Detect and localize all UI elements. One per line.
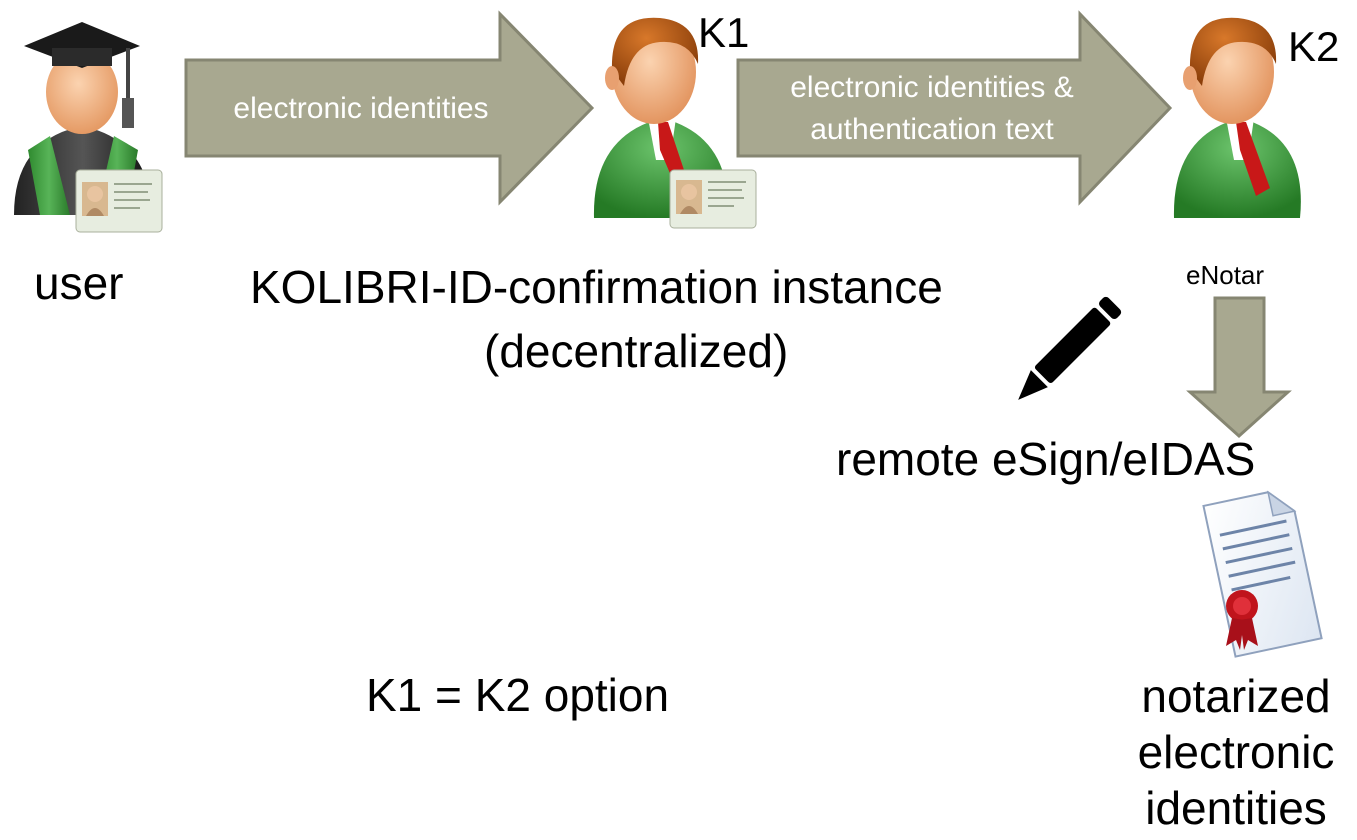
arrow-user-to-k1 (184, 10, 595, 206)
arrow-k1-to-k2-label-line1: electronic identities & (790, 71, 1074, 104)
arrow-k1-to-k2-label: electronic identities & authentication t… (744, 67, 1120, 151)
option-label: K1 = K2 option (366, 669, 670, 721)
red-seal-icon (1226, 590, 1258, 650)
arrow-k1-to-k2-label-line2: authentication text (810, 113, 1054, 146)
remote-esign-label: remote eSign/eIDAS (836, 433, 1256, 485)
notarized-label: notarized electronic identities (1108, 668, 1357, 836)
arrow-k1-to-k2 (736, 10, 1173, 206)
notarized-label-line1: notarized (1141, 670, 1331, 722)
notarized-label-line3: identities (1145, 782, 1327, 834)
user-label: user (34, 257, 124, 309)
notarized-label-line2: electronic (1137, 726, 1335, 778)
arrow-user-to-k1-label: electronic identities (233, 92, 489, 125)
instance-title-line2: (decentralized) (484, 325, 789, 377)
k2-tag: K2 (1288, 23, 1340, 70)
instance-title-line1: KOLIBRI-ID-confirmation instance (250, 261, 943, 313)
k1-tag: K1 (698, 9, 750, 56)
enotar-label: eNotar (1186, 260, 1265, 290)
arrow-down-enotar (1186, 296, 1292, 439)
